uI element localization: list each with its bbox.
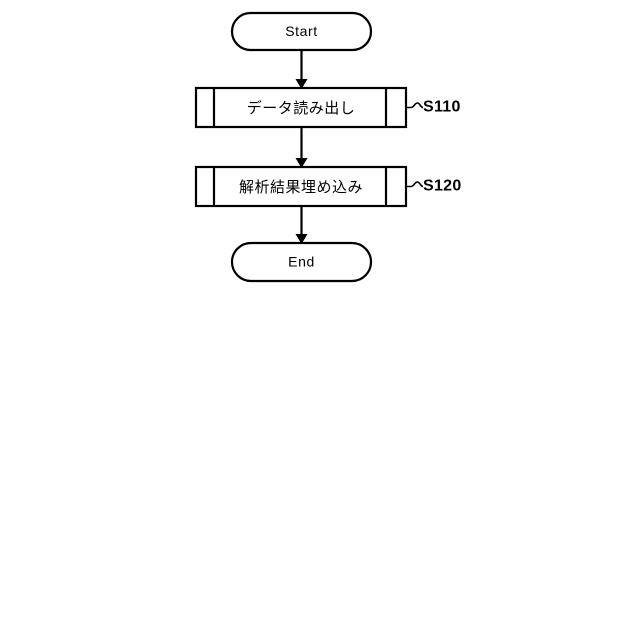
s110-label: データ読み出し — [247, 99, 356, 117]
callout-leader-line-icon — [406, 181, 424, 188]
node-s110[interactable]: データ読み出し — [194, 86, 408, 129]
node-end[interactable]: End — [230, 241, 373, 283]
connector-start-to-s110 — [295, 50, 308, 89]
node-start[interactable]: Start — [230, 11, 373, 52]
s120-label: 解析結果埋め込み — [239, 178, 363, 196]
start-label: Start — [285, 23, 318, 39]
arrow-head-icon — [295, 234, 308, 244]
connector-s120-to-end — [295, 206, 308, 244]
arrow-head-icon — [295, 79, 308, 89]
end-label: End — [288, 254, 315, 270]
node-s120[interactable]: 解析結果埋め込み — [194, 165, 408, 208]
callout-s120: S120 — [406, 178, 462, 195]
end-terminator-shape — [230, 241, 373, 283]
connector-s110-to-s120 — [295, 127, 308, 168]
s110-step-text: S110 — [423, 99, 461, 116]
callout-s110: S110 — [406, 99, 461, 116]
arrow-head-icon — [295, 158, 308, 168]
callout-leader-line-icon — [406, 102, 424, 109]
s120-step-text: S120 — [423, 178, 462, 195]
